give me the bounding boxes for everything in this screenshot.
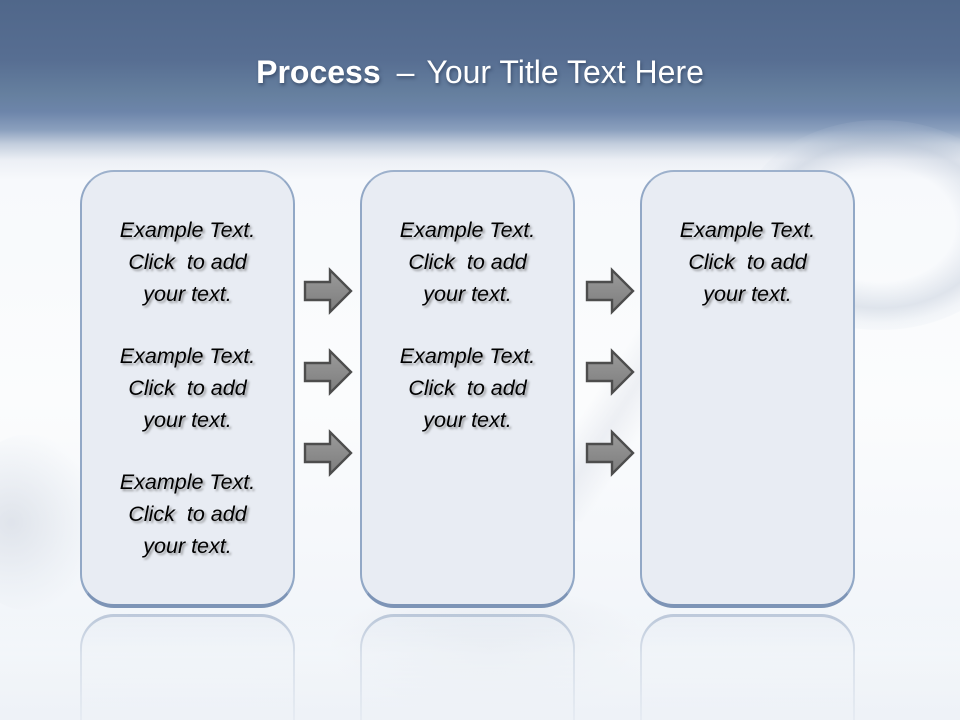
right-arrow-icon (585, 348, 635, 396)
title-placeholder-text: Your Title Text Here (426, 54, 704, 90)
text-placeholder: Example Text. Click to add your text. (119, 218, 256, 306)
right-arrow-icon (585, 267, 635, 315)
text-placeholder: Example Text. Click to add your text. (119, 470, 256, 558)
title-separator: – (396, 54, 415, 90)
slide-title[interactable]: Process–Your Title Text Here (0, 52, 960, 92)
text-placeholder: Example Text. Click to add your text. (119, 344, 256, 432)
right-arrow-icon (303, 429, 353, 477)
process-box-step-2[interactable]: Example Text. Click to add your text. Ex… (360, 170, 575, 608)
box-1-reflection (80, 614, 295, 720)
process-box-step-3[interactable]: Example Text. Click to add your text. (640, 170, 855, 608)
right-arrow-icon (585, 429, 635, 477)
text-placeholder: Example Text. Click to add your text. (399, 344, 536, 432)
process-box-step-1[interactable]: Example Text. Click to add your text. Ex… (80, 170, 295, 608)
text-placeholder: Example Text. Click to add your text. (399, 218, 536, 306)
right-arrow-icon (303, 348, 353, 396)
title-keyword: Process (256, 54, 381, 90)
text-placeholder: Example Text. Click to add your text. (679, 218, 816, 306)
box-2-reflection (360, 614, 575, 720)
box-3-reflection (640, 614, 855, 720)
right-arrow-icon (303, 267, 353, 315)
